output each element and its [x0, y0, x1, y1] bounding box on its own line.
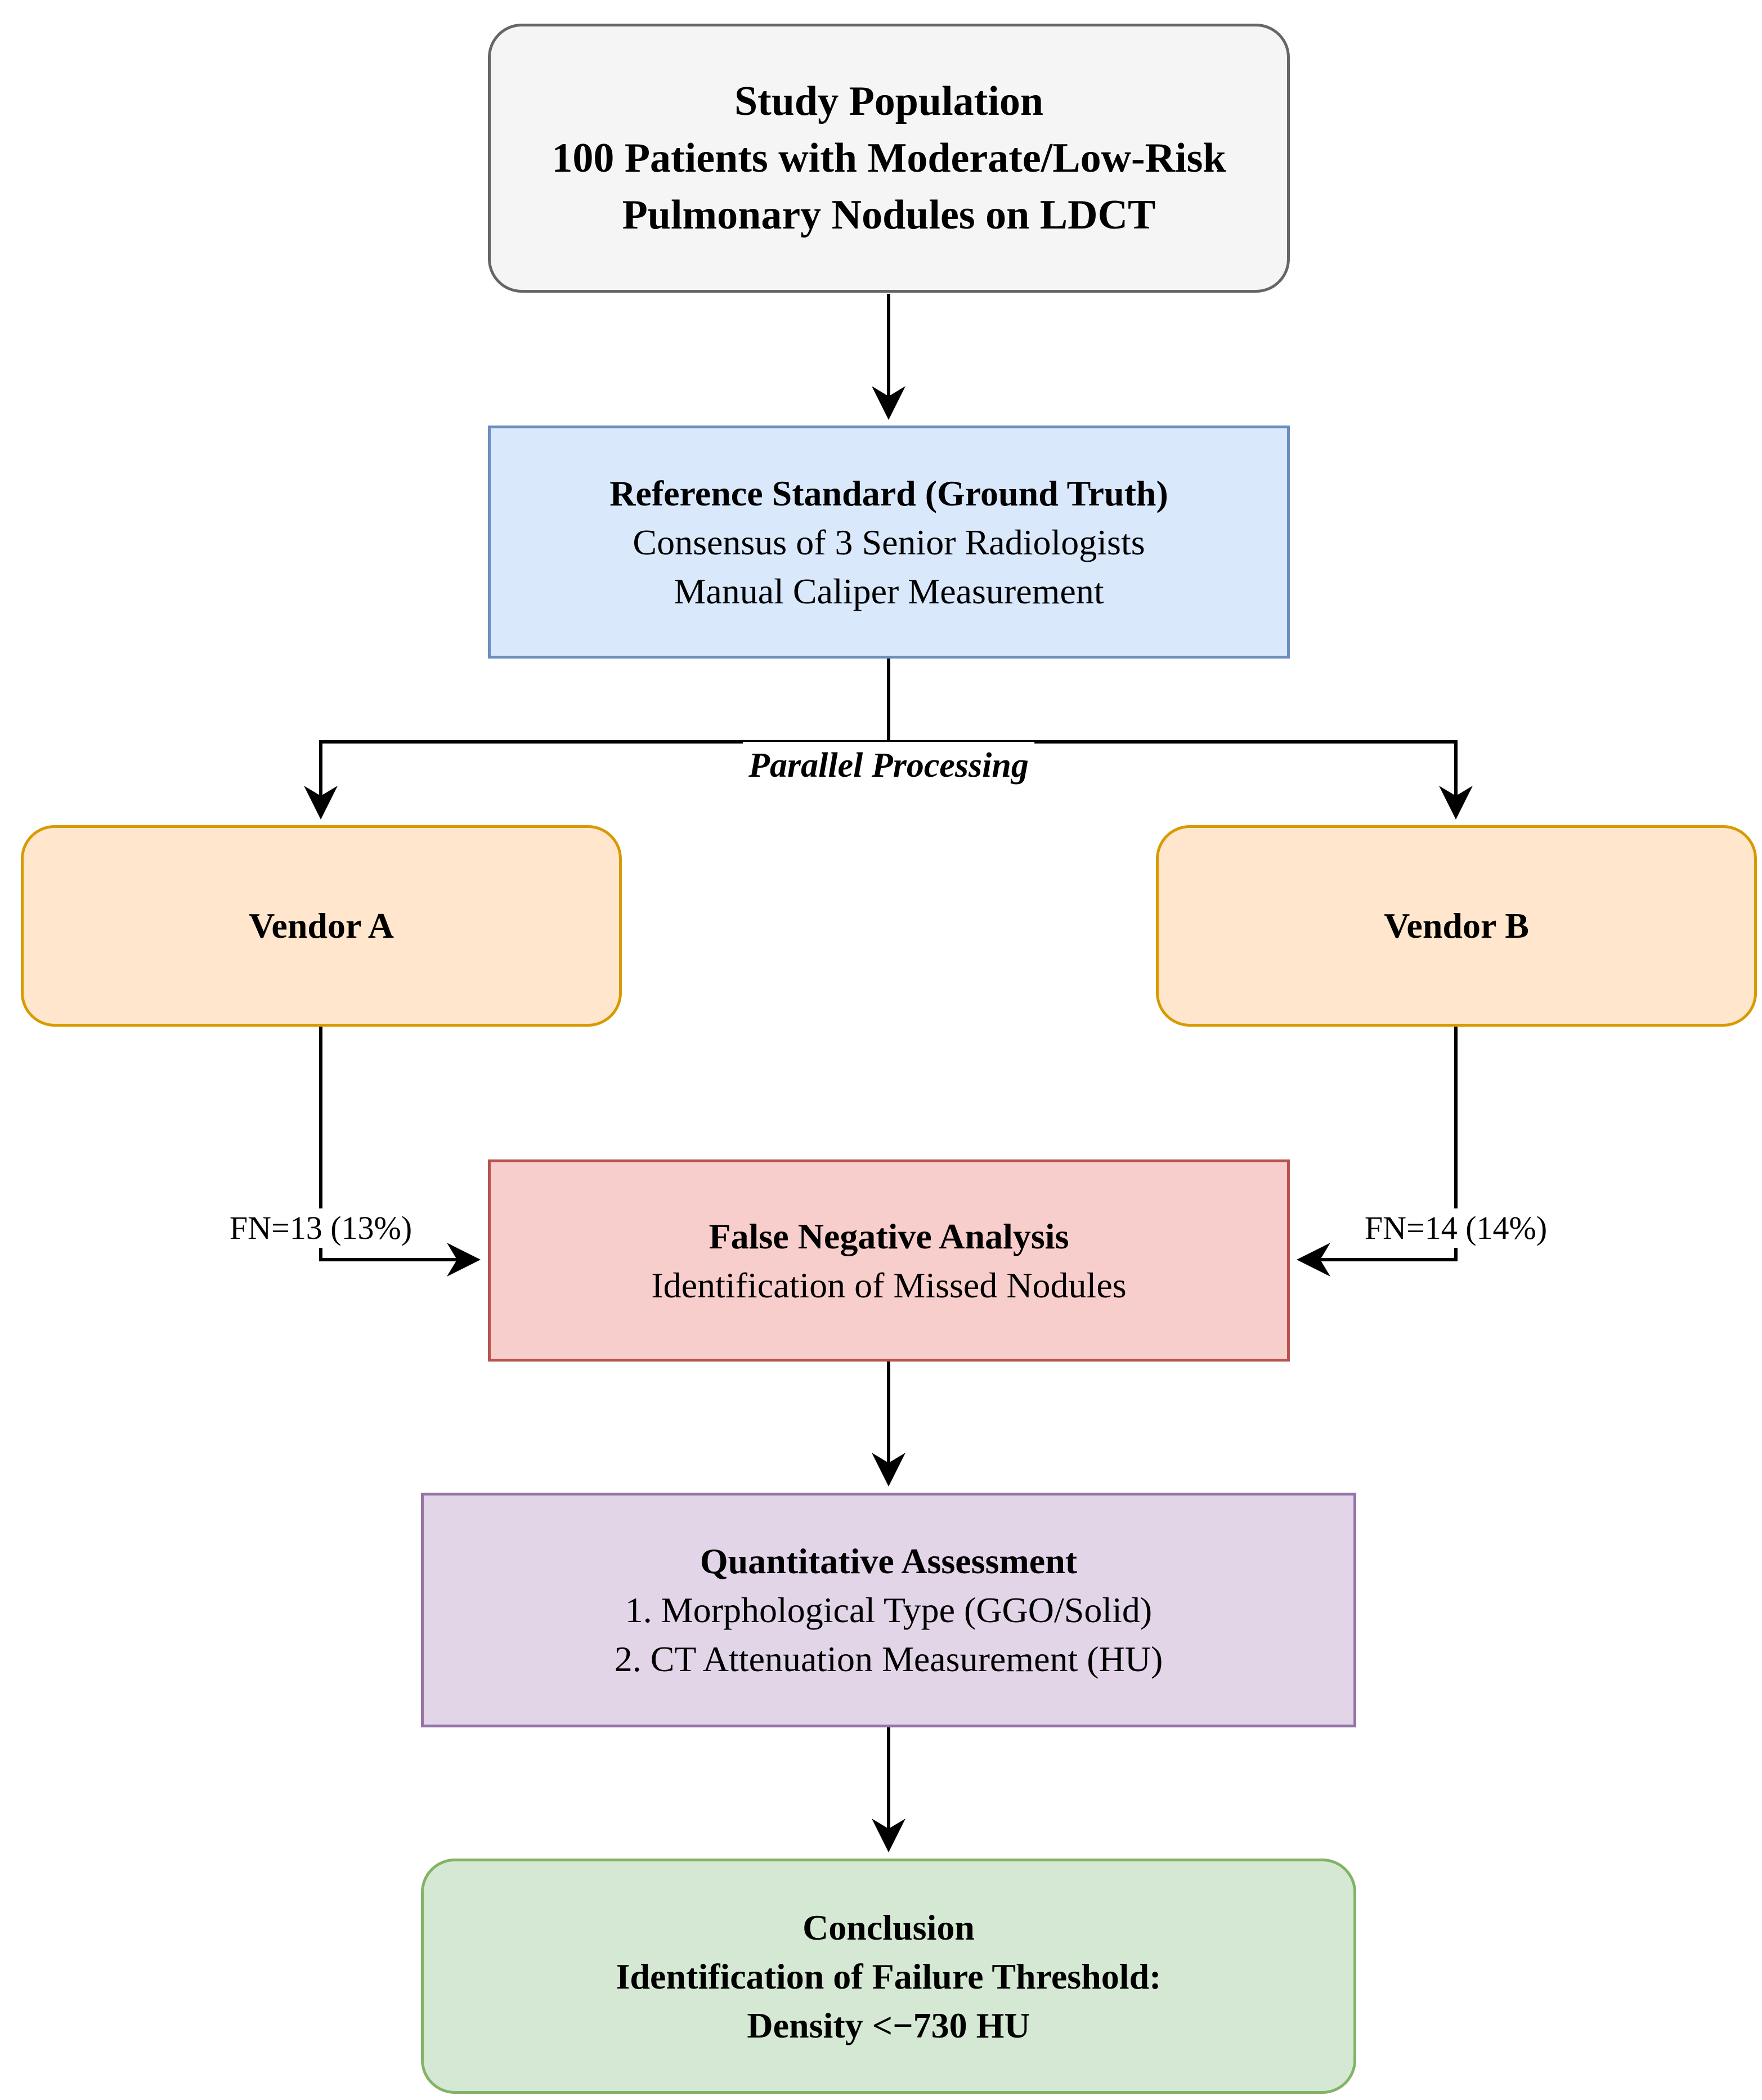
- quantitative-line-1: 1. Morphological Type (GGO/Solid): [625, 1590, 1153, 1630]
- arrow-vendor-a-to-fn: [319, 1027, 481, 1277]
- quantitative-line-2: 2. CT Attenuation Measurement (HU): [614, 1639, 1163, 1679]
- conclusion-box: Conclusion Identification of Failure Thr…: [421, 1859, 1356, 2094]
- population-line-1: Study Population: [734, 78, 1044, 124]
- reference-title: Reference Standard (Ground Truth): [609, 473, 1168, 513]
- false-negative-analysis-box: False Negative Analysis Identification o…: [488, 1159, 1290, 1362]
- conclusion-line-3: Density <−730 HU: [747, 2005, 1030, 2045]
- conclusion-line-2: Identification of Failure Threshold:: [616, 1956, 1162, 1996]
- vendor-b-box: Vendor B: [1156, 825, 1757, 1027]
- study-population-box: Study Population 100 Patients with Moder…: [488, 24, 1290, 293]
- fn-analysis-line-1: Identification of Missed Nodules: [651, 1265, 1127, 1305]
- fn-analysis-title: False Negative Analysis: [709, 1216, 1069, 1256]
- vendor-b-label: Vendor B: [1384, 906, 1529, 946]
- arrow-to-vendor-a: [304, 740, 889, 820]
- parallel-processing-label: Parallel Processing: [743, 742, 1034, 789]
- vendor-a-label: Vendor A: [249, 906, 394, 946]
- vendor-a-box: Vendor A: [21, 825, 622, 1027]
- arrow-vendor-b-to-fn: [1297, 1027, 1458, 1277]
- fn-vendor-b-label: FN=14 (14%): [1361, 1208, 1551, 1248]
- arrow-to-vendor-b: [889, 740, 1473, 820]
- population-line-3: Pulmonary Nodules on LDCT: [622, 191, 1156, 238]
- quantitative-assessment-box: Quantitative Assessment 1. Morphological…: [421, 1493, 1356, 1727]
- quantitative-title: Quantitative Assessment: [700, 1541, 1078, 1581]
- conclusion-line-1: Conclusion: [802, 1907, 975, 1947]
- fn-vendor-a-label: FN=13 (13%): [226, 1208, 416, 1248]
- reference-standard-box: Reference Standard (Ground Truth) Consen…: [488, 426, 1290, 659]
- reference-line-1: Consensus of 3 Senior Radiologists: [633, 522, 1145, 562]
- reference-line-2: Manual Caliper Measurement: [674, 571, 1104, 611]
- population-line-2: 100 Patients with Moderate/Low-Risk: [552, 135, 1226, 181]
